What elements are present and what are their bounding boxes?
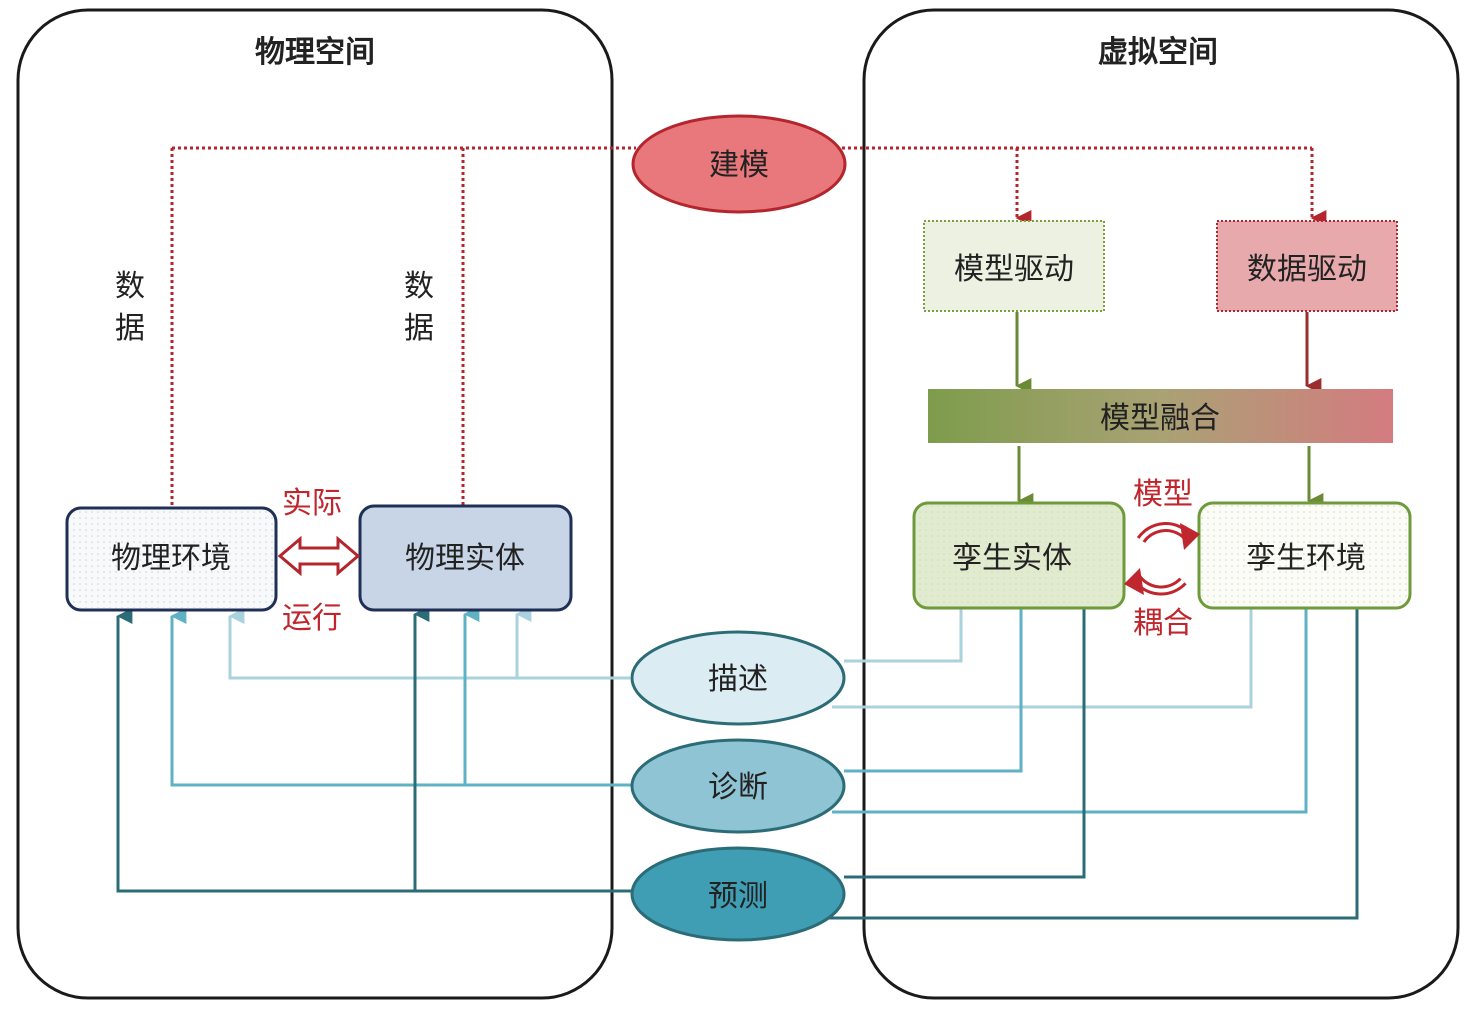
describe-lines bbox=[228, 606, 1253, 709]
physical-entity-label: 物理实体 bbox=[405, 541, 525, 576]
data-driven-box bbox=[1216, 220, 1398, 312]
model-driven-box bbox=[923, 220, 1105, 312]
modeling-oval bbox=[631, 114, 847, 214]
virtual-space-panel bbox=[862, 8, 1460, 1000]
cycle-arrowhead-top bbox=[1180, 523, 1200, 550]
twin-entity-label: 孪生实体 bbox=[952, 541, 1072, 576]
data-label-right-char-1: 数 bbox=[404, 269, 434, 304]
predict-lines bbox=[116, 606, 1359, 920]
data-driven-label: 数据驱动 bbox=[1247, 252, 1367, 287]
cycle-icon bbox=[1131, 522, 1192, 596]
diagnose-oval bbox=[630, 738, 846, 834]
twin-environment-label: 孪生环境 bbox=[1246, 541, 1366, 576]
physical-space-panel bbox=[16, 8, 614, 1000]
modeling-label: 建模 bbox=[709, 148, 769, 183]
describe-label: 描述 bbox=[708, 662, 768, 697]
physical-environment-label: 物理环境 bbox=[111, 541, 231, 576]
diagnose-lines bbox=[170, 606, 1308, 814]
predict-oval bbox=[630, 846, 846, 942]
model-driven-label: 模型驱动 bbox=[954, 252, 1074, 287]
virtual-space-title: 虚拟空间 bbox=[1098, 35, 1218, 70]
coupling-top-label: 模型 bbox=[1133, 477, 1193, 512]
physical-space-title: 物理空间 bbox=[255, 35, 375, 70]
model-fusion-bar bbox=[928, 389, 1393, 443]
data-label-right-char-2: 据 bbox=[404, 311, 434, 346]
data-label-left-char-1: 数 bbox=[115, 269, 145, 304]
actual-label: 实际 bbox=[282, 486, 342, 521]
modeling-data-lines bbox=[170, 146, 1327, 508]
physical-entity-box bbox=[358, 504, 573, 612]
data-label-left-char-2: 据 bbox=[115, 311, 145, 346]
describe-oval bbox=[630, 630, 846, 726]
model-fusion-label: 模型融合 bbox=[1100, 401, 1220, 436]
actual-operation-arrow bbox=[277, 535, 361, 577]
cycle-arrowhead-bottom bbox=[1124, 568, 1144, 595]
predict-label: 预测 bbox=[708, 879, 768, 914]
coupling-bottom-label: 耦合 bbox=[1133, 606, 1193, 641]
diagnose-label: 诊断 bbox=[708, 770, 768, 805]
operation-label: 运行 bbox=[282, 601, 342, 636]
